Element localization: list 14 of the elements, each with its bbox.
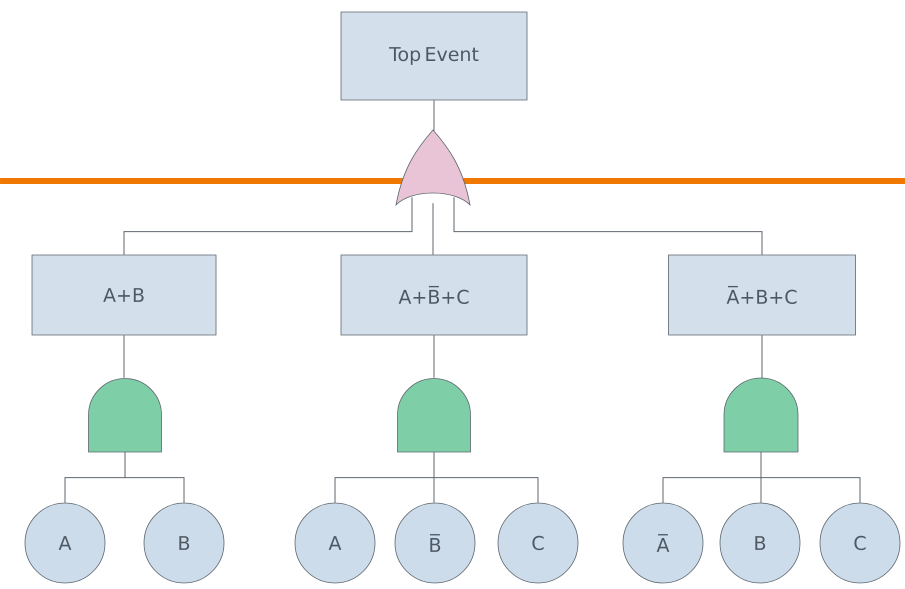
and-gate (88, 378, 162, 452)
connector-line (760, 452, 860, 504)
connector-line (432, 202, 434, 256)
and-gate (724, 378, 798, 452)
event-box: Top Event (340, 12, 528, 100)
and-gate (397, 378, 471, 452)
connector-line (434, 452, 538, 504)
event-box: A̅+B+C (668, 254, 856, 336)
connector-line (454, 196, 762, 256)
event-box: A+B (32, 254, 216, 336)
connector-line (124, 452, 184, 504)
event-box: A+B̅+C (340, 254, 528, 336)
or-gate (396, 130, 470, 206)
connector-line (124, 196, 412, 256)
